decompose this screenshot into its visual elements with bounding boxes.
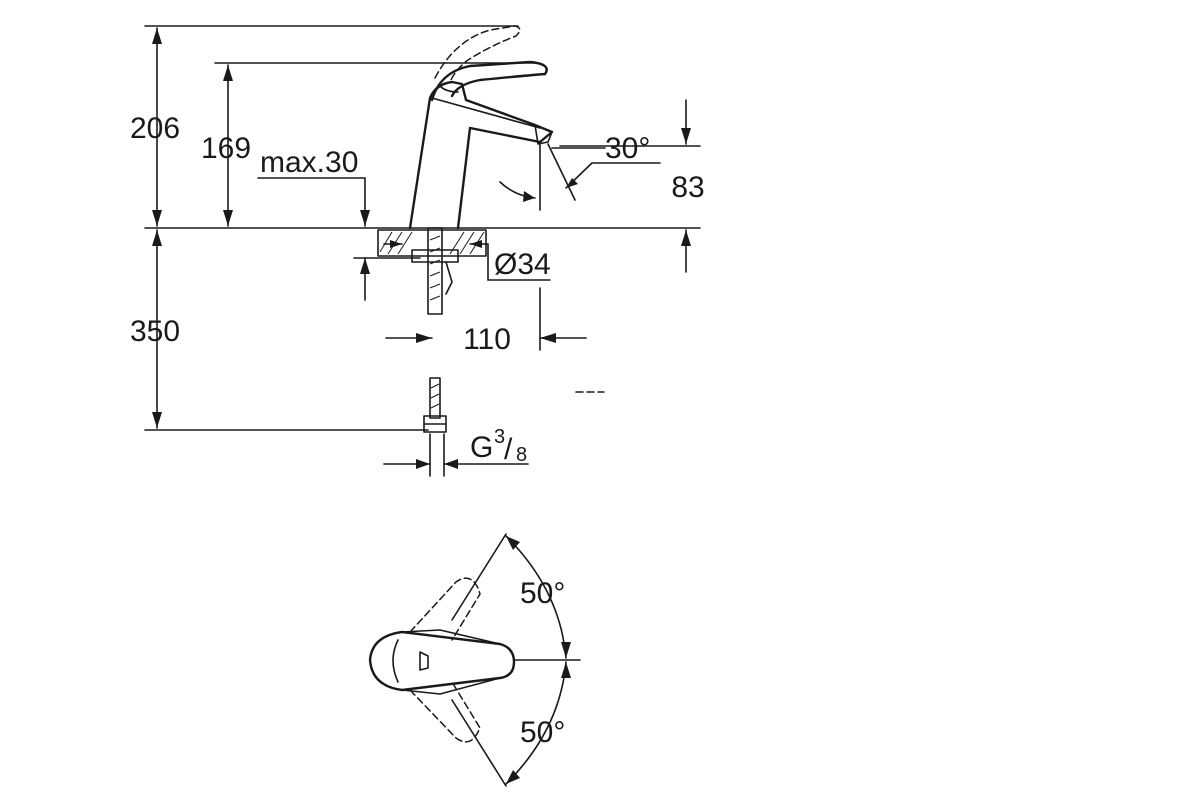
- ray-lower: [451, 699, 507, 787]
- dim-110-label: 110: [463, 323, 511, 356]
- mounting-block: [377, 229, 487, 257]
- supply-hose: [429, 377, 441, 419]
- angle-30-label: 30°: [605, 132, 650, 165]
- lever-rotated-down: [409, 681, 481, 743]
- threaded-rod: [427, 227, 443, 315]
- max30-label: max.30: [260, 146, 358, 179]
- lever-open-outline: [434, 25, 521, 83]
- lever-rotated-up: [409, 577, 481, 641]
- side-view: 206 169 max.30 30° 83 Ø34: [130, 25, 705, 477]
- dim-350-label: 350: [130, 315, 180, 348]
- lever-detail: [439, 85, 459, 93]
- rotation-arc-arrow: [523, 191, 535, 202]
- angle-leader-arrow: [566, 178, 578, 188]
- lever-top-outline: [368, 630, 516, 692]
- hose-clip: [445, 261, 453, 295]
- top-view: 50° 50°: [368, 533, 581, 787]
- spout-detail: [431, 97, 541, 129]
- lever-top-inner: [392, 639, 399, 683]
- faucet-body: [408, 80, 554, 230]
- dim-169-label: 169: [201, 132, 251, 165]
- lever-top-handle: [401, 629, 501, 695]
- dim-83-label: 83: [671, 171, 704, 204]
- dim-206-label: 206: [130, 112, 180, 145]
- spout-axis-line: [547, 143, 576, 201]
- g38-numerator: 3: [494, 426, 505, 448]
- angle-50-top-label: 50°: [520, 577, 565, 610]
- g38-slash: /: [504, 433, 513, 466]
- lever-closed: [430, 60, 548, 102]
- angle-50-bottom-label: 50°: [520, 716, 565, 749]
- ray-upper: [451, 533, 507, 621]
- dia34-label: Ø34: [494, 248, 551, 281]
- spout-tip: [534, 124, 553, 145]
- lever-top-pivot: [419, 651, 429, 671]
- g38-letter: G: [470, 431, 493, 464]
- g38-denominator: 8: [516, 444, 527, 466]
